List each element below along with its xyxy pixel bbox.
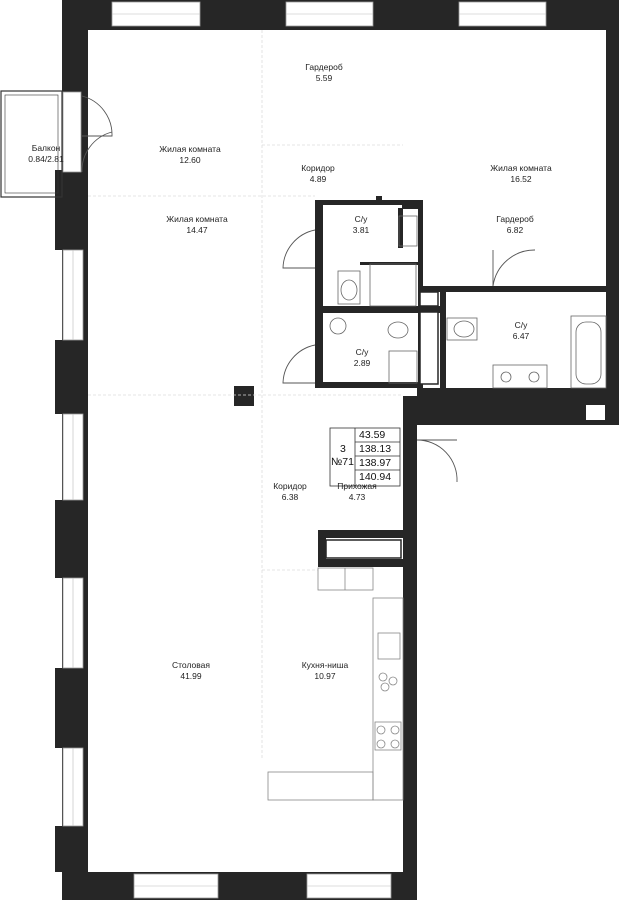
shafts xyxy=(325,291,578,559)
area-value: 140.94 xyxy=(359,471,392,483)
balcony-outline xyxy=(0,90,63,198)
area-value: 43.59 xyxy=(359,429,386,441)
windows xyxy=(62,1,547,899)
rooms-count: 3 xyxy=(340,443,346,455)
area-value: 138.97 xyxy=(359,457,392,469)
area-value: 138.13 xyxy=(359,443,392,455)
apartment-info-box xyxy=(329,427,401,487)
zone-dividers xyxy=(88,30,403,760)
exterior-walls xyxy=(55,0,619,900)
window-glass-lines xyxy=(72,13,546,887)
apartment-number: №71 xyxy=(331,456,354,468)
plumbing-fixtures xyxy=(329,215,607,389)
doors xyxy=(81,95,536,483)
kitchen-furniture xyxy=(267,567,404,801)
